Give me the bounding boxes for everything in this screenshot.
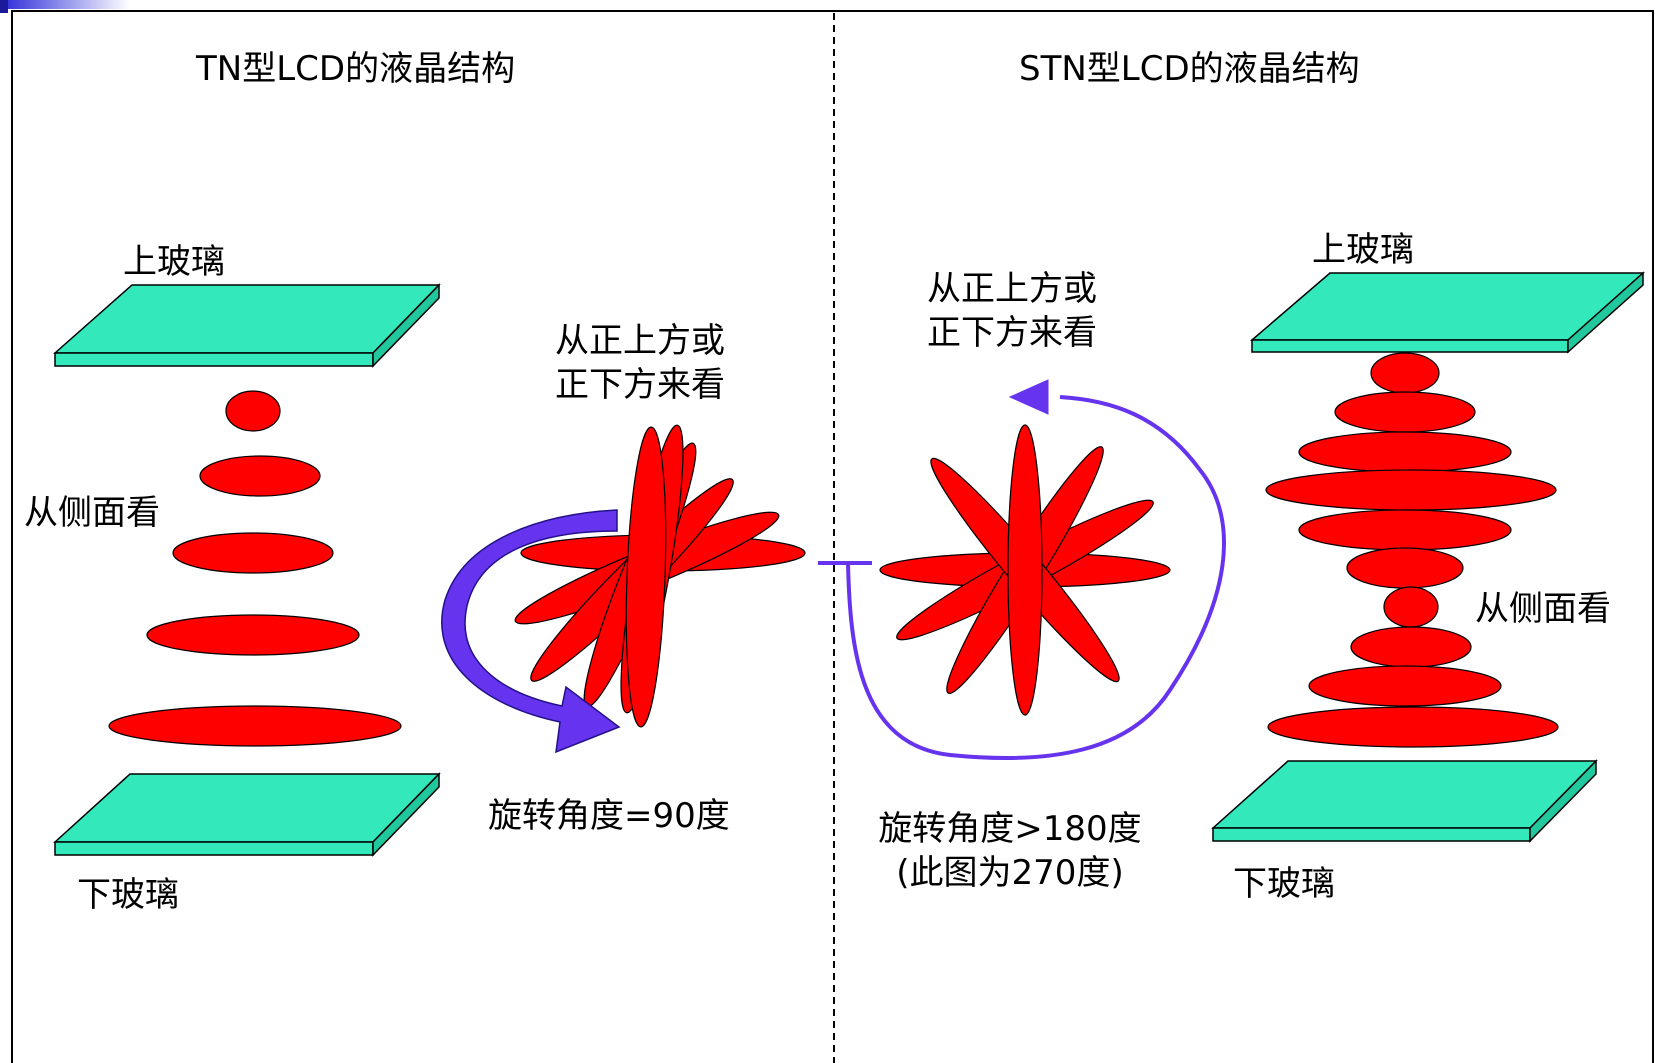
left-title: TN型LCD的液晶结构 [196, 49, 516, 89]
left-rotation-label: 旋转角度=90度 [488, 796, 730, 836]
left-side-molecules [108, 390, 402, 747]
corner-accent [0, 0, 130, 9]
right-bottom-glass-label: 下玻璃 [1233, 864, 1335, 904]
right-rotation-label: 旋转角度>180度 (此图为270度) [878, 809, 1142, 893]
molecule [1346, 547, 1464, 589]
left-top-glass-label: 上玻璃 [123, 242, 225, 282]
right-top-glass [1249, 271, 1645, 354]
molecule [172, 532, 334, 574]
molecule [108, 705, 402, 747]
left-top-glass [53, 283, 441, 368]
right-side-view-label: 从侧面看 [1475, 589, 1611, 629]
corner-block [0, 0, 8, 13]
left-side-view-label: 从侧面看 [24, 493, 160, 533]
molecule [1007, 424, 1043, 716]
right-side-molecules [1265, 352, 1559, 748]
right-top-glass-label: 上玻璃 [1312, 230, 1414, 270]
right-bottom-glass [1211, 759, 1598, 843]
molecule [1298, 431, 1512, 473]
molecule [1308, 665, 1502, 707]
right-top-view-label: 从正上方或 正下方来看 [927, 269, 1097, 353]
left-rotation-arrow [441, 509, 621, 754]
left-top-view-label: 从正上方或 正下方来看 [555, 321, 725, 405]
molecule [1334, 391, 1476, 433]
molecule [225, 390, 281, 432]
molecule [1350, 626, 1472, 668]
molecule [625, 426, 667, 728]
molecule [146, 614, 360, 656]
molecule [1265, 469, 1557, 511]
molecule [1370, 352, 1440, 394]
left-bottom-glass-label: 下玻璃 [77, 875, 179, 915]
right-top-view-molecules [879, 424, 1171, 716]
right-rotation-arrow [818, 379, 1226, 761]
molecule [1267, 706, 1559, 748]
right-title: STN型LCD的液晶结构 [1019, 49, 1360, 89]
diagram-frame [11, 10, 1654, 1063]
molecule [1298, 509, 1512, 551]
left-bottom-glass [53, 772, 441, 857]
left-top-view-molecules [514, 424, 806, 728]
molecule [199, 455, 321, 497]
molecule [1383, 586, 1439, 628]
